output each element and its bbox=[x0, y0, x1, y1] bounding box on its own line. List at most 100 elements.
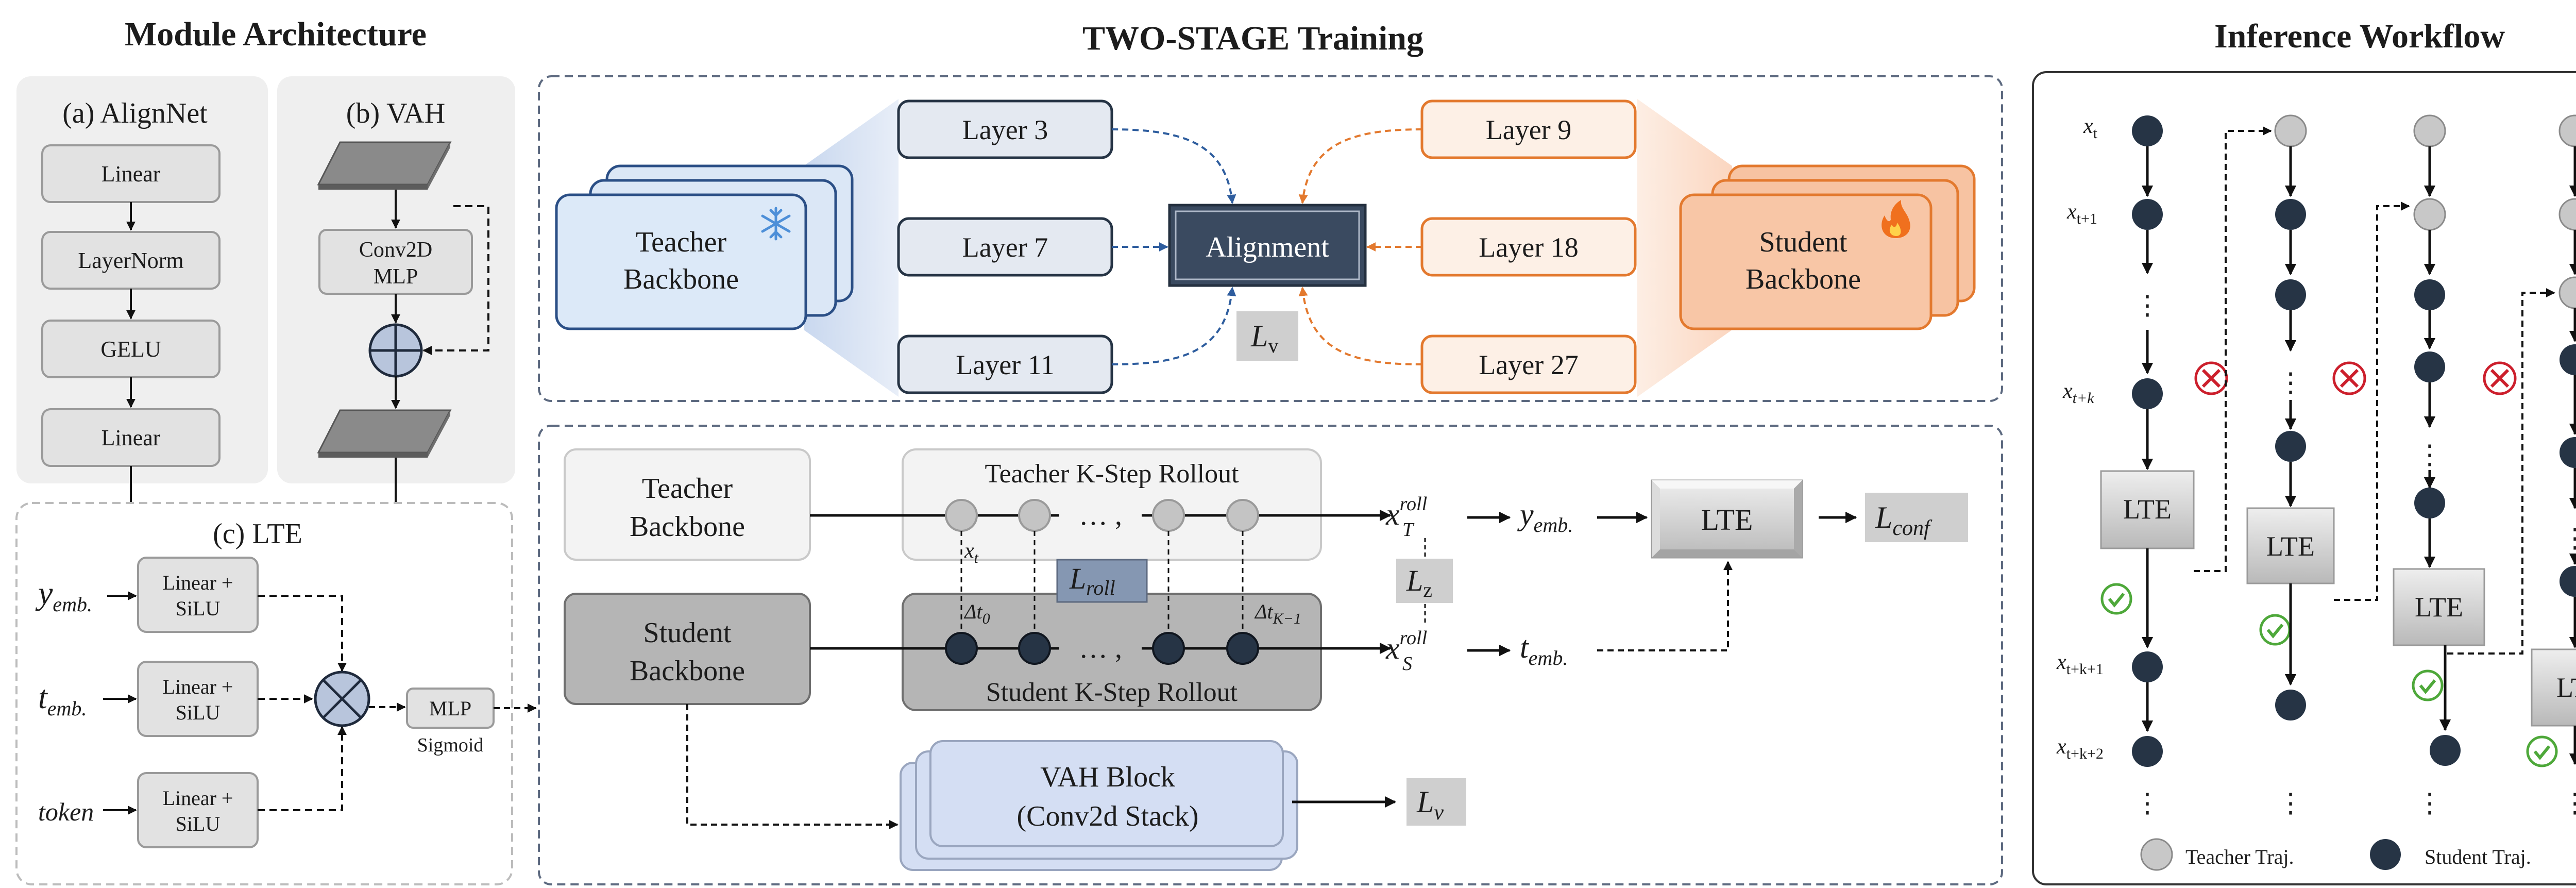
inference-label-xtk2: xt+k+2 bbox=[2056, 735, 2104, 762]
lte-linear-silu-1-line2: SiLU bbox=[176, 597, 221, 620]
student-rollout-node bbox=[1226, 632, 1259, 665]
student-node bbox=[2275, 690, 2306, 721]
inference-label-xtk1: xt+k+1 bbox=[2056, 650, 2104, 678]
stage2-teacher-backbone-line1: Teacher bbox=[642, 473, 733, 505]
lte-linear-silu-2-line2: SiLU bbox=[176, 701, 221, 724]
alignnet-layernorm-label: LayerNorm bbox=[78, 248, 183, 273]
student-node bbox=[2414, 351, 2445, 382]
reject-icon bbox=[2332, 361, 2366, 395]
inference-lte-2 bbox=[2246, 507, 2335, 584]
fire-icon bbox=[1882, 200, 1910, 238]
vertical-ellipsis: ⋮ bbox=[2277, 368, 2304, 398]
student-node bbox=[2560, 437, 2576, 468]
vah-block-line2: (Conv2d Stack) bbox=[1016, 800, 1198, 832]
teacher-rollout-node bbox=[945, 499, 978, 532]
alignnet-panel: (a) AlignNet Linear LayerNorm GELU Linea… bbox=[16, 76, 268, 502]
stage2-student-backbone bbox=[564, 593, 811, 705]
student-node bbox=[2275, 431, 2306, 462]
inference-lte-4-label: LTE bbox=[2556, 672, 2576, 703]
vah-output-plane bbox=[317, 409, 452, 454]
check-icon bbox=[2412, 669, 2444, 701]
vertical-ellipsis: ⋮ bbox=[2277, 789, 2304, 818]
vertical-ellipsis: ⋮ bbox=[2416, 441, 2443, 470]
teacher-node bbox=[2413, 114, 2446, 147]
stage2-teacher-backbone-line2: Backbone bbox=[630, 511, 745, 543]
student-layer-27-label: Layer 27 bbox=[1479, 349, 1578, 380]
student-node bbox=[2132, 378, 2163, 409]
legend-teacher-dot bbox=[2140, 838, 2173, 871]
check-icon bbox=[2100, 583, 2132, 615]
t-emb-label: temb. bbox=[1520, 630, 1568, 669]
l-z-box bbox=[1396, 559, 1453, 603]
stage1-teacher-backbone bbox=[555, 193, 807, 330]
vah-conv-label: Conv2D bbox=[359, 238, 432, 262]
l-v-label: Lv bbox=[1416, 785, 1444, 825]
student-rollout-ellipsis: … , bbox=[1079, 632, 1122, 664]
student-node bbox=[2132, 115, 2163, 146]
teacher-rollout-node bbox=[1018, 499, 1051, 532]
l-conf-label: Lconf bbox=[1875, 500, 1933, 540]
stage2-lte-box: LTE bbox=[1651, 479, 1803, 559]
inference-lte-1-label: LTE bbox=[2123, 494, 2172, 525]
teacher-rollout-ellipsis: … , bbox=[1079, 499, 1122, 531]
teacher-rollout-node bbox=[1152, 499, 1185, 532]
student-node bbox=[2414, 488, 2445, 518]
legend-student-label: Student Traj. bbox=[2425, 845, 2531, 868]
student-layer-9-label: Layer 9 bbox=[1486, 114, 1571, 145]
stage1-teacher-backbone-line2: Backbone bbox=[623, 263, 739, 295]
l-z-label: Lz bbox=[1406, 564, 1432, 601]
student-node bbox=[2560, 566, 2576, 597]
legend-student-dot bbox=[2370, 839, 2401, 870]
stage1-panel: Teacher Backbone Layer 3 Layer 7 Layer 1… bbox=[538, 75, 2003, 402]
inference-panel: xt xt+1 xt+k xt+k+1 xt+k+2 ⋮ LTE ⋮ ⋮ bbox=[2032, 71, 2576, 885]
vah-block-line1: VAH Block bbox=[1040, 761, 1175, 793]
lte-linear-silu-3-line2: SiLU bbox=[176, 812, 221, 835]
inference-label-xtk: xt+k bbox=[2062, 379, 2094, 407]
reject-icon bbox=[2194, 361, 2228, 395]
vah-panel: (b) VAH Conv2D MLP bbox=[277, 76, 515, 502]
stage1-teacher-backbone-line1: Teacher bbox=[636, 226, 727, 258]
teacher-layer-7-label: Layer 7 bbox=[962, 232, 1048, 263]
lte-linear-silu-1-line1: Linear + bbox=[163, 571, 233, 594]
snowflake-icon bbox=[761, 207, 791, 241]
alignnet-gelu-label: GELU bbox=[100, 337, 161, 362]
vah-block bbox=[929, 740, 1284, 847]
student-node bbox=[2414, 279, 2445, 310]
teacher-node bbox=[2413, 198, 2446, 231]
stage1-student-backbone bbox=[1679, 193, 1933, 330]
teacher-rollout-title: Teacher K-Step Rollout bbox=[985, 459, 1239, 489]
stage1-student-backbone-line1: Student bbox=[1759, 226, 1848, 258]
vertical-ellipsis: ⋮ bbox=[2134, 291, 2161, 321]
student-node bbox=[2132, 651, 2163, 682]
lte-linear-silu-2-line1: Linear + bbox=[163, 675, 233, 698]
lte-sigmoid-label: Sigmoid bbox=[417, 734, 484, 756]
student-node bbox=[2132, 736, 2163, 767]
l-roll-box bbox=[1056, 559, 1148, 603]
alignnet-linear-2-label: Linear bbox=[101, 425, 161, 450]
inference-lte-4 bbox=[2531, 648, 2576, 727]
lte-input-y-emb: yemb. bbox=[35, 575, 92, 616]
lte-input-t-emb: temb. bbox=[38, 679, 87, 720]
vah-title: (b) VAH bbox=[346, 97, 445, 129]
stage2-lte-label: LTE bbox=[1701, 503, 1753, 537]
vah-input-plane bbox=[317, 141, 452, 186]
student-node bbox=[2275, 279, 2306, 310]
l-conf-box bbox=[1865, 493, 1968, 542]
stage2-student-backbone-line2: Backbone bbox=[630, 655, 745, 687]
vertical-ellipsis: ⋮ bbox=[2562, 789, 2576, 818]
inference-lte-3-label: LTE bbox=[2415, 592, 2463, 623]
student-rollout-title: Student K-Step Rollout bbox=[986, 678, 1238, 707]
teacher-layer-11-label: Layer 11 bbox=[956, 349, 1054, 380]
vah-mlp-label: MLP bbox=[374, 265, 418, 289]
inference-lte-2-label: LTE bbox=[2266, 531, 2315, 562]
teacher-rollout-node bbox=[1226, 499, 1259, 532]
lte-linear-silu-3-line1: Linear + bbox=[163, 786, 233, 810]
student-node bbox=[2132, 199, 2163, 230]
stage2-student-backbone-line1: Student bbox=[643, 617, 732, 649]
student-rollout-node bbox=[1018, 632, 1051, 665]
student-rollout-node bbox=[1152, 632, 1185, 665]
legend-teacher-label: Teacher Traj. bbox=[2185, 845, 2294, 868]
